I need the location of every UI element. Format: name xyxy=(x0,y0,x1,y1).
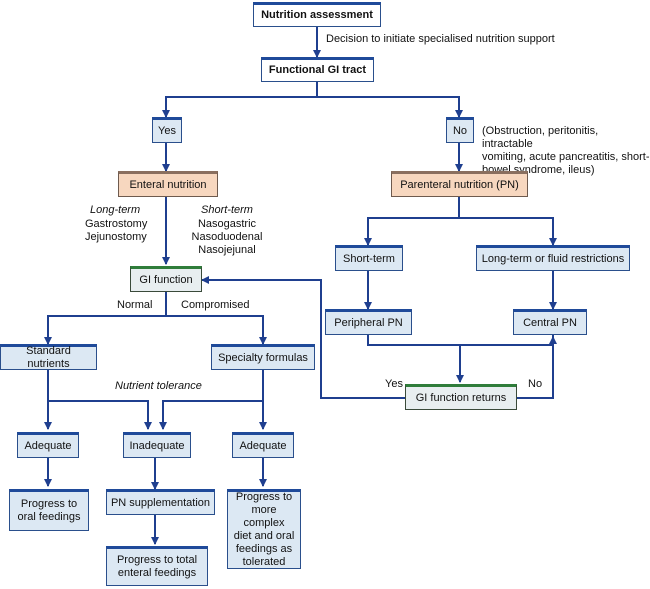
long-term-heading: Long-term xyxy=(90,204,141,216)
no-box: No xyxy=(446,117,474,143)
short-term-items: Nasogastric Nasoduodenal Nasojejunal xyxy=(191,218,263,256)
adequate-left-box: Adequate xyxy=(17,432,79,458)
arrow-standard-to-inadequate xyxy=(48,400,152,430)
arrow-parenteral-to-long-term xyxy=(459,217,557,246)
standard-nutrients-box: Standard nutrients xyxy=(0,344,97,370)
arrow-functional-gi-to-no xyxy=(317,96,463,118)
nutrient-tolerance-label: Nutrient tolerance xyxy=(115,380,202,392)
returns-no-label: No xyxy=(528,378,543,390)
functional-gi-tract-box: Functional GI tract xyxy=(261,57,374,82)
returns-yes-label: Yes xyxy=(385,378,403,390)
arrow-parenteral-to-short-term xyxy=(364,197,460,246)
enteral-nutrition-box: Enteral nutrition xyxy=(118,171,218,197)
compromised-label: Compromised xyxy=(181,299,250,311)
parenteral-nutrition-box: Parenteral nutrition (PN) xyxy=(391,171,528,197)
long-term-items: Gastrostomy Jejunostomy xyxy=(85,218,148,243)
arrow-pn-to-gi-returns xyxy=(367,335,554,346)
specialty-formulas-box: Specialty formulas xyxy=(211,344,315,370)
progress-oral-box: Progress to oral feedings xyxy=(9,489,89,531)
no-reasons-label: (Obstruction, peritonitis, intractable v… xyxy=(482,125,650,176)
nutrition-assessment-box: Nutrition assessment xyxy=(253,2,381,27)
adequate-right-box: Adequate xyxy=(232,432,294,458)
normal-label: Normal xyxy=(117,299,153,311)
decision-label: Decision to initiate specialised nutriti… xyxy=(326,33,555,45)
arrow-gi-returns-no xyxy=(517,336,557,399)
pn-supplementation-box: PN supplementation xyxy=(106,489,215,515)
central-pn-box: Central PN xyxy=(513,309,587,335)
yes-box: Yes xyxy=(152,117,182,143)
arrow-functional-gi-to-yes xyxy=(162,82,318,118)
progress-complex-box: Progress to more complex diet and oral f… xyxy=(227,489,301,569)
peripheral-pn-box: Peripheral PN xyxy=(325,309,412,335)
arrow-specialty-to-inadequate xyxy=(159,400,263,430)
arrow-gi-function-to-standard xyxy=(44,292,167,345)
arrow-gi-function-to-specialty xyxy=(166,315,267,345)
gi-function-returns-box: GI function returns xyxy=(405,384,517,410)
progress-enteral-box: Progress to total enteral feedings xyxy=(106,546,208,586)
pn-short-term-box: Short-term xyxy=(335,245,403,271)
short-term-heading: Short-term xyxy=(201,204,253,216)
arrow-gi-returns-yes xyxy=(201,276,405,399)
gi-function-box: GI function xyxy=(130,266,202,292)
inadequate-box: Inadequate xyxy=(123,432,191,458)
long-term-fluid-box: Long-term or fluid restrictions xyxy=(476,245,630,271)
